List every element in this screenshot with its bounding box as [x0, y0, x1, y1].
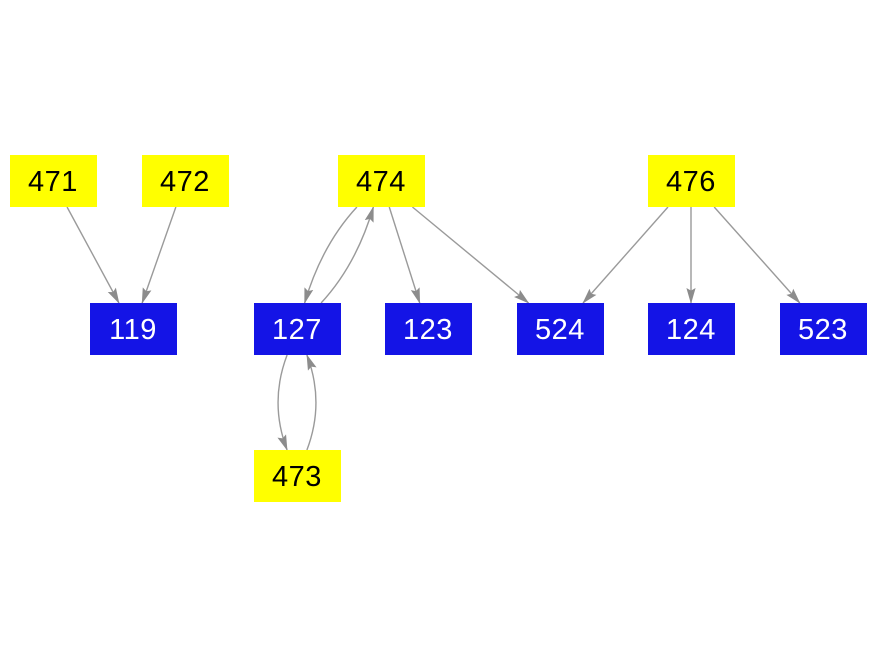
- edge-472-119: [141, 206, 177, 304]
- node-label: 471: [28, 165, 78, 198]
- edge-471-119: [66, 206, 120, 304]
- node-label: 472: [160, 165, 210, 198]
- edge-474-524: [411, 206, 530, 304]
- node-label: 127: [272, 313, 322, 346]
- node-label: 476: [666, 165, 716, 198]
- edge-127-473: [277, 354, 288, 451]
- node-label: 119: [109, 313, 157, 346]
- edge-127-474: [320, 206, 375, 304]
- node-label: 473: [272, 460, 322, 493]
- node-119: 119: [89, 303, 177, 355]
- edge-474-123: [388, 206, 421, 304]
- node-124: 124: [647, 303, 735, 355]
- node-label: 523: [798, 313, 848, 346]
- node-524: 524: [516, 303, 604, 355]
- node-label: 474: [356, 165, 406, 198]
- node-471: 471: [9, 155, 97, 207]
- node-127: 127: [253, 303, 341, 355]
- node-474: 474: [337, 155, 425, 207]
- node-label: 524: [535, 313, 585, 346]
- edge-473-127: [306, 354, 317, 451]
- node-123: 123: [384, 303, 472, 355]
- edge-474-127: [303, 206, 358, 304]
- node-label: 123: [403, 313, 453, 346]
- node-473: 473: [253, 450, 341, 502]
- edge-476-523: [713, 206, 801, 304]
- edge-476-524: [582, 206, 669, 304]
- node-label: 124: [666, 313, 716, 346]
- node-472: 472: [141, 155, 229, 207]
- node-523: 523: [779, 303, 867, 355]
- node-476: 476: [647, 155, 735, 207]
